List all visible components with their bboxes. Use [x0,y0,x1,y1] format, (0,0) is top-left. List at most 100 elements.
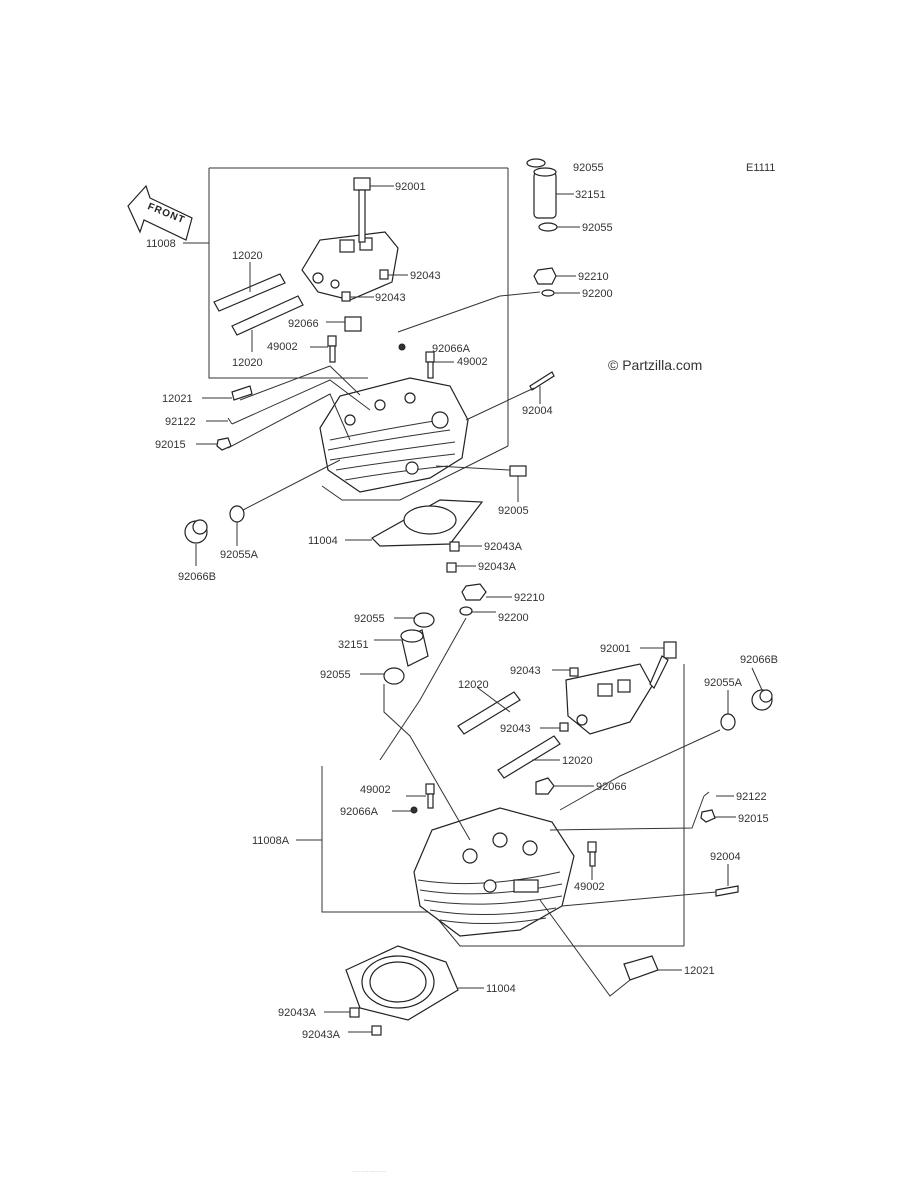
partzilla-watermark: © Partzilla.com [608,357,702,373]
cap-32151-upper [533,167,557,219]
cylinder-head-upper [319,377,469,493]
shaft-12020-upper-a [213,273,286,312]
label-92066A: 92066A [340,806,379,818]
nut-92210-lower [461,583,487,601]
oring-92055-upper-b [538,222,558,232]
shaft-12020-lower-b [497,735,561,779]
fitting-49002-lower-b [587,841,597,867]
label-32151: 32151 [338,639,369,651]
footer-fine-print: ........ ........ ........ ........ [352,1169,386,1173]
label-92043A: 92043A [484,541,523,553]
label-92015: 92015 [738,813,769,825]
oring-92066A-lower [410,806,418,814]
group-bracket-11008 [208,168,368,379]
shaft-12020-lower-a [457,691,521,735]
rocker-holder-upper [301,231,399,301]
pin-92043-lower-a [569,667,579,677]
label-12020: 12020 [458,679,489,691]
label-49002: 49002 [360,784,391,796]
leader-lines-upper [195,185,580,567]
label-92055A: 92055A [220,549,259,561]
label-92043: 92043 [500,723,531,735]
label-92001: 92001 [600,643,631,655]
oring-92055-lower-b [383,667,405,685]
label-92066A: 92066A [432,343,471,355]
shaft-12020-upper-b [231,295,304,336]
washer-92200-upper [541,289,555,297]
fitting-49002-lower-a [425,783,435,809]
pin-92122-upper [227,417,233,425]
fitting-49002-upper-b [425,351,435,379]
label-11008: 11008 [146,238,176,250]
bolt-92001-lower [649,641,677,690]
front-arrow-icon: FRONT [127,184,193,241]
label-92005: 92005 [498,505,529,517]
label-12020: 12020 [232,250,263,262]
gasket-11004-upper [371,499,484,547]
fitting-92005 [509,465,527,477]
oring-92055A-upper [229,505,245,523]
label-92066: 92066 [596,781,627,793]
oring-92055-lower-a [413,612,435,628]
label-92004: 92004 [522,405,553,417]
label-92066B: 92066B [740,654,778,666]
plug-92066B-upper [184,519,208,544]
label-49002: 49002 [457,356,488,368]
label-49002: 49002 [267,341,298,353]
label-92122: 92122 [165,416,196,428]
pin-92043-upper-a [379,269,389,280]
fitting-49002-upper-a [327,335,337,363]
pin-92043-upper-b [341,291,351,302]
label-92043: 92043 [375,292,406,304]
pin-92122-lower [703,791,710,797]
dowel-92043A-upper-a [449,541,460,552]
plug-92066-upper [344,316,362,332]
leader-lines-lower [324,596,763,1033]
label-49002: 49002 [574,881,605,893]
gasket-12021-lower [623,955,659,981]
nut-92015-upper [216,437,232,451]
label-92043: 92043 [510,665,541,677]
bolt-92001-upper [353,177,371,243]
oring-92055-upper-a [526,158,546,168]
stud-92004-upper [529,371,555,391]
dowel-92043A-upper-b [446,562,457,573]
label-92004: 92004 [710,851,741,863]
label-92055A: 92055A [704,677,743,689]
label-11004: 11004 [308,535,338,547]
plug-92066-lower [535,777,555,795]
label-92066B: 92066B [178,571,216,583]
washer-92200-lower [459,606,473,616]
rocker-holder-lower [565,663,653,735]
label-11008A: 11008A [252,835,290,847]
label-12020: 12020 [562,755,593,767]
label-12021: 12021 [684,965,715,977]
label-92055: 92055 [582,222,613,234]
oring-92055A-lower [720,713,736,731]
cap-32151-lower [400,629,429,667]
label-11004: 11004 [486,983,516,995]
gasket-12021-upper [231,385,253,401]
plug-92066B-lower [751,689,773,711]
label-92043A: 92043A [278,1007,317,1019]
label-92200: 92200 [582,288,613,300]
label-12021: 12021 [162,393,193,405]
label-92055: 92055 [354,613,385,625]
pin-92043-lower-b [559,722,569,732]
diagram-code: E1111 [746,162,775,174]
cylinder-head-lower [413,807,575,937]
stud-92004-lower [715,885,739,897]
label-12020: 12020 [232,357,263,369]
label-92043: 92043 [410,270,441,282]
label-92043A: 92043A [478,561,517,573]
oring-92066A-upper [398,343,406,351]
nut-92210-upper [533,267,557,285]
label-92055: 92055 [320,669,351,681]
label-92066: 92066 [288,318,319,330]
label-92055: 92055 [573,162,604,174]
dowel-92043A-lower-a [349,1007,360,1018]
label-92001: 92001 [395,181,426,193]
label-92200: 92200 [498,612,529,624]
label-92015: 92015 [155,439,186,451]
